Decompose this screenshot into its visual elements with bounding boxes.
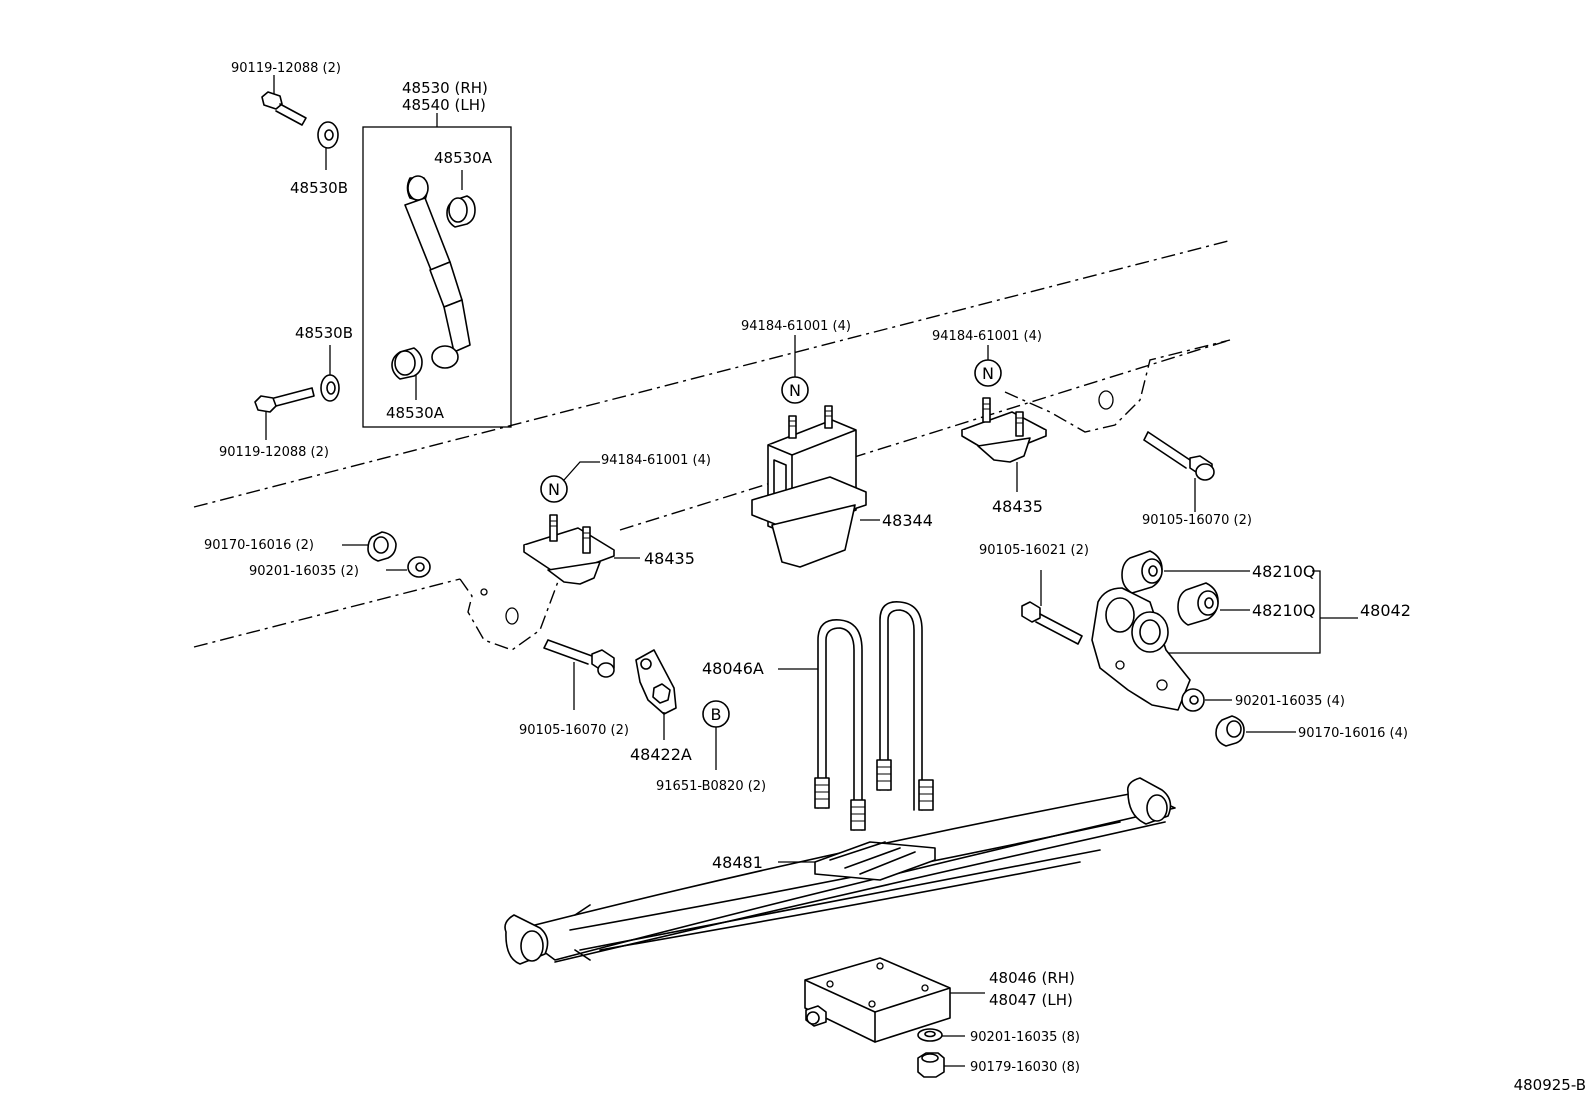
bump-stopper-48344 [751,405,880,568]
label-bolt-right-top: 90105-16070 (2) [1142,513,1252,528]
bolt-90105-left [543,639,615,710]
shock-absorber-group [362,113,512,428]
label-stud-left: 94184-61001 (4) [601,453,711,468]
svg-text:N: N [548,480,560,499]
callout-labels: 90119-12088 (2) 48530 (RH) 48540 (LH) 48… [204,61,1586,1094]
label-bolt-b: 91651-B0820 (2) [656,779,766,794]
svg-text:B: B [711,705,722,724]
label-shackle-assy: 48042 [1360,601,1411,620]
label-bushing-q-bottom: 48210Q [1252,601,1316,620]
label-bushing-q-top: 48210Q [1252,562,1316,581]
label-bolt-top-shock: 90119-12088 (2) [231,61,341,76]
washer-48530b-bottom [320,345,340,402]
svg-text:N: N [982,364,994,383]
shock-absorber-body [404,197,451,271]
u-bolts-48046a [778,601,934,831]
label-bolt-bottom-shock: 90119-12088 (2) [219,445,329,460]
bushing-48530a-top [446,195,476,228]
label-washer-left: 90201-16035 (2) [249,564,359,579]
marker-n-right: N [974,345,1002,387]
bushing-48210q-top [1121,550,1250,594]
label-nut-plate: 90179-16030 (8) [970,1060,1080,1075]
bolt-90119-top [261,75,307,126]
marker-b: B [702,700,730,770]
spring-plate-48046-48047 [804,957,985,1043]
bushing-48210q-bottom [1177,582,1250,626]
label-bumper-bracket-right: 48435 [992,497,1043,516]
diagram-id: 480925-B [1514,1076,1586,1094]
label-bushing-a-bottom: 48530A [386,404,445,422]
bushing-48530a-bottom [391,347,423,380]
bolt-90105-right-top [1143,431,1215,512]
label-shock-rh: 48530 (RH) [402,79,488,97]
label-bolt-right-shackle: 90105-16021 (2) [979,543,1089,558]
label-washer-b-top: 48530B [290,179,348,197]
label-shock-lh: 48540 (LH) [402,96,486,114]
bumper-bracket-48435-left [523,514,640,585]
label-washer-b-bottom: 48530B [295,324,353,342]
label-stud-center: 94184-61001 (4) [741,319,851,334]
label-bumper: 48344 [882,511,933,530]
washer-90201-plate [917,1028,965,1042]
bumper-bracket-48435-right [961,397,1047,492]
label-nut-left: 90170-16016 (2) [204,538,314,553]
label-bumper-bracket-left: 48435 [644,549,695,568]
shackle-48042 [1091,587,1191,711]
washer-90201-left [386,556,431,578]
label-plate-rh: 48046 (RH) [989,969,1075,987]
label-u-bolt: 48046A [702,659,764,678]
label-stud-right: 94184-61001 (4) [932,329,1042,344]
bolt-90105-shackle [1021,570,1083,645]
label-washer-right: 90201-16035 (4) [1235,694,1345,709]
washer-90201-right [1181,688,1232,712]
bolt-90119-bottom [254,387,315,440]
label-bolt-left-bottom: 90105-16070 (2) [519,723,629,738]
label-spring-seat: 48481 [712,853,763,872]
label-nut-right: 90170-16016 (4) [1298,726,1408,741]
marker-n-center: N [781,335,809,404]
spring-seat-48481 [778,841,936,881]
washer-48530b-top [317,121,339,170]
shackle-bracket-line [1168,570,1321,654]
label-washer-plate: 90201-16035 (8) [970,1030,1080,1045]
nut-90179-plate [917,1052,965,1078]
label-bushing-a-top: 48530A [434,149,493,167]
frame-outline [193,239,1233,651]
svg-text:N: N [789,381,801,400]
nut-90170-left [342,531,397,562]
nut-90170-right [1215,715,1296,747]
label-plate-lh: 48047 (LH) [989,991,1073,1009]
marker-n-left: N [540,461,600,503]
bracket-48422a [635,649,677,740]
label-bracket-48422a: 48422A [630,745,692,764]
